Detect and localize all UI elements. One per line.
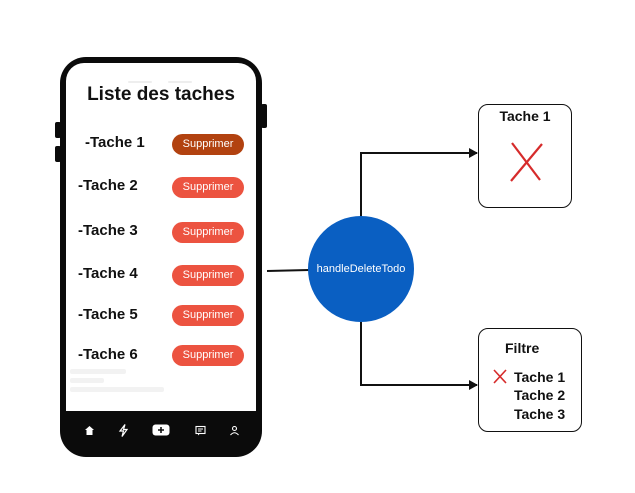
handler-node: handleDeleteTodo — [308, 216, 414, 322]
status-bar-placeholder — [128, 81, 152, 83]
delete-button[interactable]: Supprimer — [172, 134, 244, 155]
filter-title: Filtre — [505, 340, 540, 356]
message-icon[interactable] — [191, 421, 209, 439]
task-label: -Tache 3 — [78, 222, 138, 239]
delete-button[interactable]: Supprimer — [172, 177, 244, 198]
placeholder-line — [70, 387, 164, 392]
handler-label: handleDeleteTodo — [316, 263, 406, 275]
status-bar-placeholder — [168, 81, 192, 83]
cross-icon — [510, 142, 543, 182]
deleted-task-title: Tache 1 — [499, 108, 551, 124]
delete-button[interactable]: Supprimer — [172, 265, 244, 286]
home-icon[interactable] — [80, 421, 98, 439]
handler-to-deleted-arrow — [360, 148, 478, 217]
delete-button[interactable]: Supprimer — [172, 305, 244, 326]
filter-item: Tache 3 — [514, 406, 566, 422]
filter-box — [478, 328, 582, 432]
delete-button[interactable]: Supprimer — [172, 222, 244, 243]
page-title: Liste des taches — [87, 84, 235, 105]
placeholder-line — [70, 378, 104, 383]
cross-icon — [493, 369, 507, 384]
bottom-nav-bar — [66, 411, 256, 451]
filter-item: Tache 1 — [514, 369, 566, 385]
handler-to-filter-arrow — [360, 322, 478, 390]
filter-item: Tache 2 — [514, 387, 566, 403]
placeholder-line — [70, 369, 126, 374]
add-icon[interactable] — [150, 421, 172, 439]
phone-side-button-left-2 — [55, 146, 61, 162]
phone-side-button-left-1 — [55, 122, 61, 138]
task-label: -Tache 1 — [85, 134, 145, 151]
task-label: -Tache 6 — [78, 346, 138, 363]
phone-side-button-right — [261, 104, 267, 128]
delete-button[interactable]: Supprimer — [172, 345, 244, 366]
task-label: -Tache 5 — [78, 306, 138, 323]
task-label: -Tache 4 — [78, 265, 138, 282]
bolt-icon[interactable] — [114, 421, 132, 439]
profile-icon[interactable] — [225, 421, 243, 439]
task-label: -Tache 2 — [78, 177, 138, 194]
deleted-task-box — [478, 104, 572, 208]
phone-to-handler-line — [266, 269, 310, 272]
